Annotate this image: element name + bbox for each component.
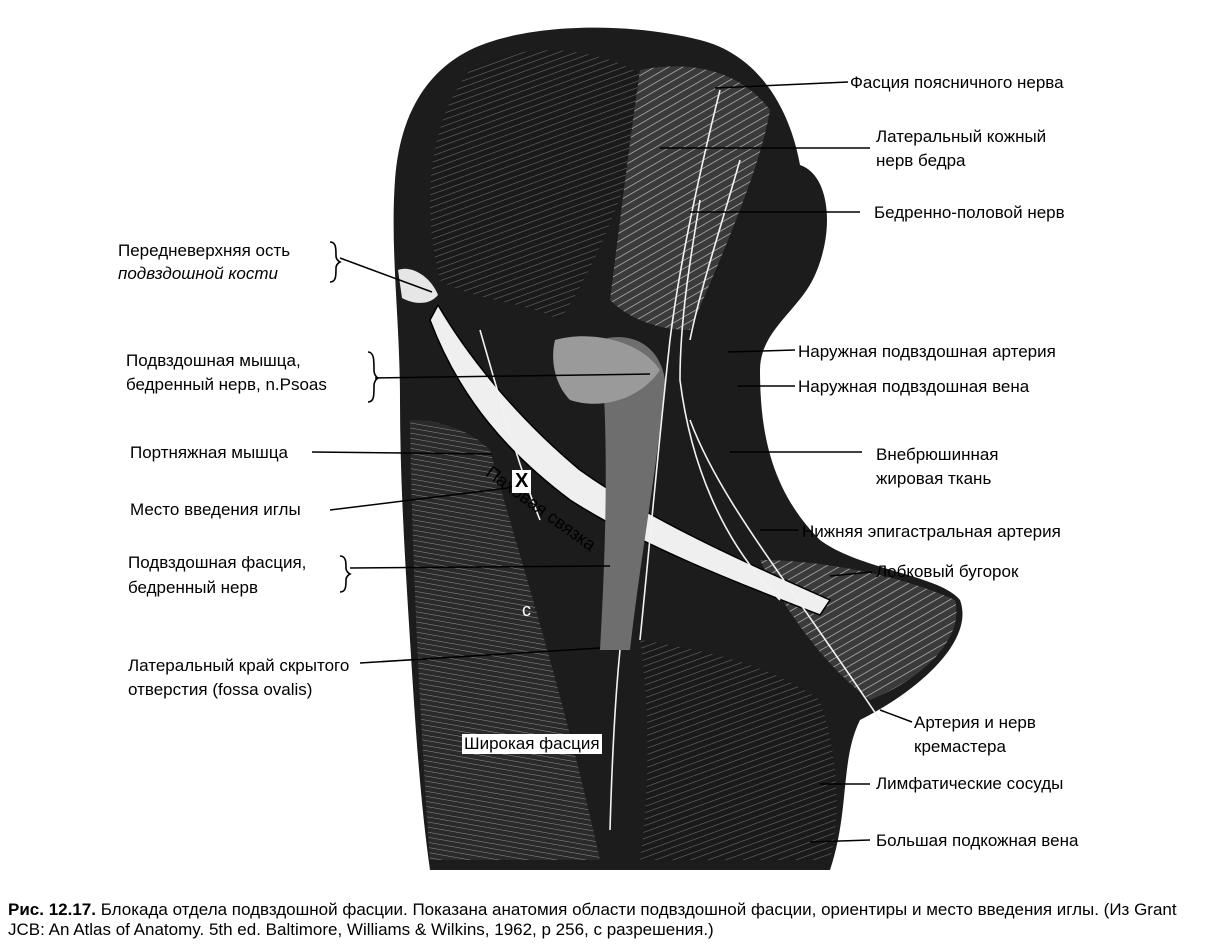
fascia-lata-label: Широкая фасция xyxy=(462,734,602,754)
label-great-saphenous-vein: Большая подкожная вена xyxy=(876,831,1079,850)
label-asis-2-text: подвздошной кости xyxy=(118,264,278,283)
label-lateral-cutaneous-nerve-1: Латеральный кожный xyxy=(876,127,1047,146)
label-inferior-epigastric-artery: Нижняя эпигастральная артерия xyxy=(802,522,1061,541)
label-lumbar-fascia: Фасция поясничного нерва xyxy=(850,73,1064,92)
figure-caption: Рис. 12.17. Блокада отдела подвздошной ф… xyxy=(8,900,1203,940)
needle-site-mark: X xyxy=(512,470,532,493)
label-iliacus-1: Подвздошная мышца, xyxy=(126,351,301,370)
anatomy-drawing xyxy=(311,27,963,870)
c-mark: c xyxy=(522,600,531,620)
label-asis-1: Передневерхняя ость xyxy=(118,241,291,260)
thigh-right-region xyxy=(640,640,837,860)
caption-text: Блокада отдела подвздошной фасции. Показ… xyxy=(8,900,1177,939)
lumbar-fascia-region xyxy=(610,66,770,331)
nerve-lines xyxy=(479,89,881,831)
label-sartorius: Портняжная мышца xyxy=(130,443,289,462)
iliacus-psoas-bundle xyxy=(553,336,660,404)
femoral-vessels xyxy=(600,336,665,650)
caption-number: Рис. 12.17. xyxy=(8,900,96,919)
label-pubic-tubercle: Лобковый бугорок xyxy=(876,562,1019,581)
label-iliac-fascia-1: Подвздошная фасция, xyxy=(128,553,307,572)
label-cremaster-1: Артерия и нерв xyxy=(914,713,1036,732)
leader-lines-left xyxy=(311,257,651,664)
label-iliac-fascia-2: бедренный нерв xyxy=(128,578,258,597)
label-extraperitoneal-fat-2: жировая ткань xyxy=(876,469,992,488)
label-fossa-ovalis-1: Латеральный край скрытого xyxy=(128,656,350,675)
label-external-iliac-artery: Наружная подвздошная артерия xyxy=(798,342,1056,361)
anatomy-figure: Паховая связка Широкая фасция X c Фасция… xyxy=(118,27,1079,870)
label-fossa-ovalis-2: отверстия (fossa ovalis) xyxy=(128,680,313,699)
abdominal-wall-region xyxy=(430,50,650,321)
label-extraperitoneal-fat-1: Внебрюшинная xyxy=(876,445,999,464)
label-cremaster-2: кремастера xyxy=(914,737,1006,756)
label-needle-site: Место введения иглы xyxy=(130,500,301,519)
leader-lines-right xyxy=(660,81,913,843)
label-external-iliac-vein: Наружная подвздошная вена xyxy=(798,377,1030,396)
label-asis-2: подвздошной кости xyxy=(118,263,278,284)
label-lymphatic-vessels: Лимфатические сосуды xyxy=(876,774,1064,793)
inguinal-ligament-band xyxy=(429,303,832,616)
label-genitofemoral-nerve: Бедренно-половой нерв xyxy=(874,203,1065,222)
label-braces xyxy=(329,241,380,593)
label-iliacus-2: бедренный нерв, n.Psoas xyxy=(126,375,327,394)
label-lateral-cutaneous-nerve-2: нерв бедра xyxy=(876,151,966,170)
asis-highlight xyxy=(398,268,438,303)
